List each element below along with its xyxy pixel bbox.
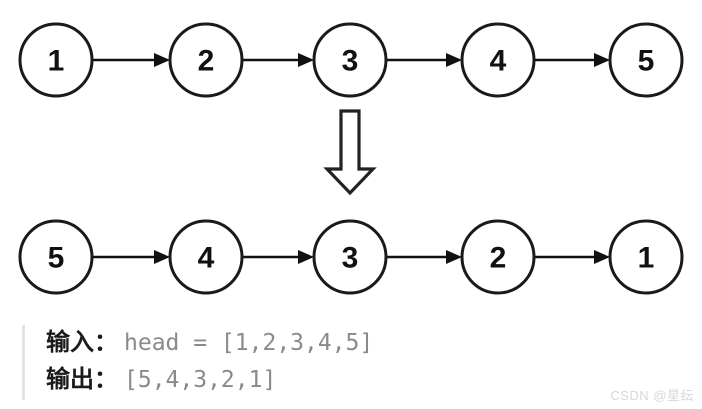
list-node-label: 1 <box>48 45 65 78</box>
caption-output-line: 输出： [5,4,3,2,1] <box>46 359 373 396</box>
list-node-label: 3 <box>342 45 359 78</box>
caption-input-value: head = [1,2,3,4,5] <box>124 330 374 356</box>
caption-lines: 输入： head = [1,2,3,4,5] 输出： [5,4,3,2,1] <box>46 322 373 396</box>
link-arrow <box>243 53 314 67</box>
list-node[interactable]: 5 <box>18 219 94 295</box>
link-arrow <box>387 250 462 264</box>
list-node[interactable]: 2 <box>168 22 244 98</box>
link-arrow <box>387 53 462 67</box>
list-node[interactable]: 1 <box>608 219 684 295</box>
caption-input-label: 输入： <box>46 329 118 356</box>
list-node[interactable]: 5 <box>608 22 684 98</box>
list-node-label: 1 <box>638 242 655 275</box>
caption-left-rule <box>22 325 25 400</box>
input-list-group: 1 2 3 4 5 <box>18 22 684 98</box>
link-arrow <box>93 53 170 67</box>
list-node-label: 3 <box>342 242 359 275</box>
output-list-group: 5 4 3 2 1 <box>18 219 684 295</box>
watermark: CSDN @星纭 <box>610 388 694 403</box>
list-node[interactable]: 4 <box>168 219 244 295</box>
caption-input-line: 输入： head = [1,2,3,4,5] <box>46 322 373 359</box>
link-arrow <box>535 250 610 264</box>
list-node-label: 4 <box>490 45 507 78</box>
linked-list-diagram: 1 2 3 4 5 <box>18 22 684 295</box>
list-node-label: 4 <box>198 242 215 275</box>
list-node-label: 5 <box>48 242 65 275</box>
output-list-links <box>93 250 610 264</box>
caption-output-value: [5,4,3,2,1] <box>124 367 277 393</box>
link-arrow <box>243 250 314 264</box>
caption-output-label: 输出： <box>46 366 118 393</box>
list-node-label: 2 <box>490 242 507 275</box>
list-node[interactable]: 2 <box>460 219 536 295</box>
down-arrow-icon <box>323 109 377 196</box>
list-node-label: 5 <box>638 45 655 78</box>
list-node[interactable]: 3 <box>312 219 388 295</box>
list-node[interactable]: 4 <box>460 22 536 98</box>
link-arrow <box>535 53 610 67</box>
link-arrow <box>93 250 170 264</box>
caption-block: 输入： head = [1,2,3,4,5] 输出： [5,4,3,2,1] <box>0 322 702 409</box>
list-node[interactable]: 1 <box>18 22 94 98</box>
list-node-label: 2 <box>198 45 215 78</box>
list-node[interactable]: 3 <box>312 22 388 98</box>
input-list-links <box>93 53 610 67</box>
